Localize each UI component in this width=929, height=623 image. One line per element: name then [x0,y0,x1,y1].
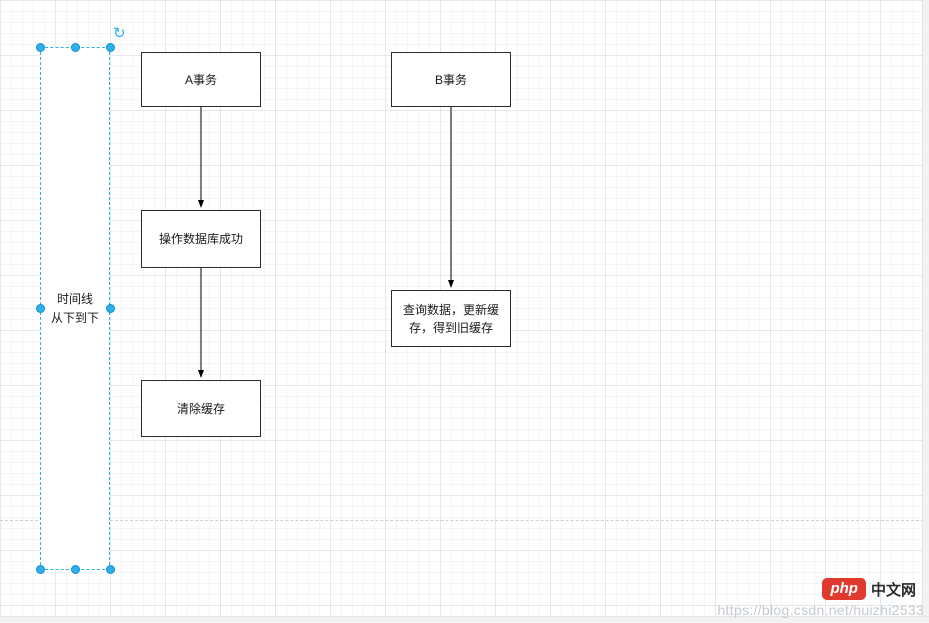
timeline-lane[interactable]: 时间线 从下到下 [40,47,110,570]
node-query-update-cache[interactable]: 查询数据，更新缓存，得到旧缓存 [391,290,511,347]
php-cn-logo: php 中文网 [822,578,916,600]
node-b-transaction[interactable]: B事务 [391,52,511,107]
node-a-transaction[interactable]: A事务 [141,52,261,107]
node-operate-db-success-label: 操作数据库成功 [158,232,243,246]
node-b-transaction-label: B事务 [434,72,467,87]
rotate-handle-icon[interactable]: ↻ [113,25,126,42]
timeline-label-line1: 时间线 [56,291,93,306]
selection-handle-s[interactable] [71,565,80,574]
node-a-transaction-label: A事务 [184,72,217,87]
selection-handle-nw[interactable] [36,43,45,52]
node-query-update-cache-label: 查询数据，更新缓存，得到旧缓存 [402,302,499,335]
selection-handle-n[interactable] [71,43,80,52]
selection-handle-w[interactable] [36,304,45,313]
vertical-scrollbar[interactable] [922,0,929,623]
node-clear-cache[interactable]: 清除缓存 [141,380,261,437]
watermark-url: https://blog.csdn.net/huizhi2533 [717,602,924,618]
php-logo-suffix: 中文网 [870,581,916,599]
page-break-line [0,520,929,521]
horizontal-scrollbar[interactable] [0,616,929,623]
selection-handle-se[interactable] [106,565,115,574]
selection-handle-sw[interactable] [36,565,45,574]
node-operate-db-success[interactable]: 操作数据库成功 [141,210,261,268]
php-logo-badge: php [822,578,866,600]
timeline-label-line2: 从下到下 [50,310,99,325]
selection-handle-e[interactable] [106,304,115,313]
selection-handle-ne[interactable] [106,43,115,52]
timeline-label: 时间线 从下到下 [51,290,99,327]
node-clear-cache-label: 清除缓存 [176,401,225,416]
